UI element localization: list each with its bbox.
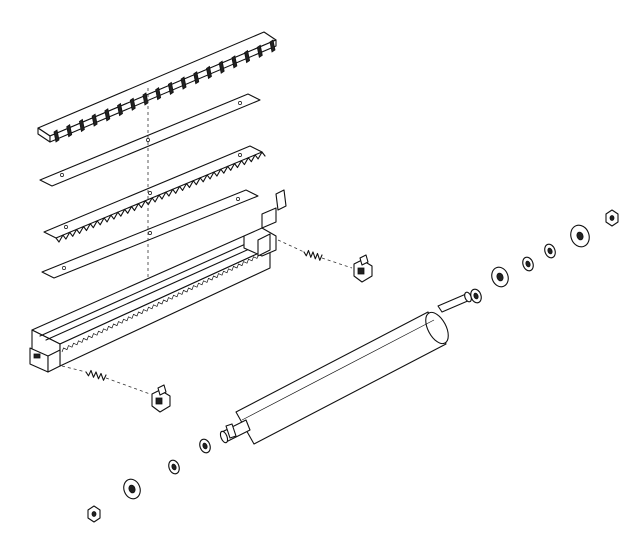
- spring-right-leader: [277, 239, 305, 253]
- comb-finger: [155, 86, 162, 101]
- comb-finger: [129, 97, 136, 111]
- comb-finger: [231, 55, 238, 69]
- nut-left: [87, 505, 101, 523]
- roller-holder-frame: [29, 189, 287, 373]
- holder-left-leader: [105, 377, 151, 395]
- bearing-holder-left: [151, 384, 171, 413]
- separator-comb-plate: [37, 31, 277, 143]
- comb-finger: [117, 102, 123, 117]
- roller-shaft: [219, 291, 472, 445]
- spring-left: [85, 369, 107, 381]
- washer-right-1: [470, 288, 482, 304]
- bushing-left: [168, 459, 180, 475]
- nut-right: [605, 209, 619, 227]
- comb-finger: [78, 118, 85, 133]
- comb-finger: [66, 124, 73, 138]
- comb-finger: [91, 113, 98, 127]
- bearing-holder-right: [353, 254, 373, 283]
- comb-finger: [244, 49, 251, 64]
- flat-strip-lower: [41, 189, 259, 279]
- comb-finger: [269, 39, 276, 53]
- gear-right-1: [491, 266, 509, 288]
- comb-finger: [53, 129, 60, 143]
- spring-right: [303, 249, 323, 261]
- washer-right-2: [544, 243, 556, 259]
- washer-left-1: [199, 438, 211, 454]
- holder-right-leader: [321, 257, 353, 269]
- gear-right-2: [570, 224, 590, 248]
- serrated-guide-plate: [43, 145, 266, 243]
- comb-finger: [193, 71, 200, 85]
- flat-strip-upper: [39, 93, 261, 187]
- gear-left: [123, 478, 141, 500]
- comb-finger: [206, 65, 212, 80]
- spring-left-leader: [61, 365, 87, 373]
- bushing-right: [522, 256, 534, 272]
- comb-finger: [167, 81, 174, 96]
- comb-finger: [256, 44, 263, 58]
- comb-finger: [180, 76, 187, 90]
- comb-finger: [104, 108, 111, 122]
- comb-finger: [218, 60, 225, 74]
